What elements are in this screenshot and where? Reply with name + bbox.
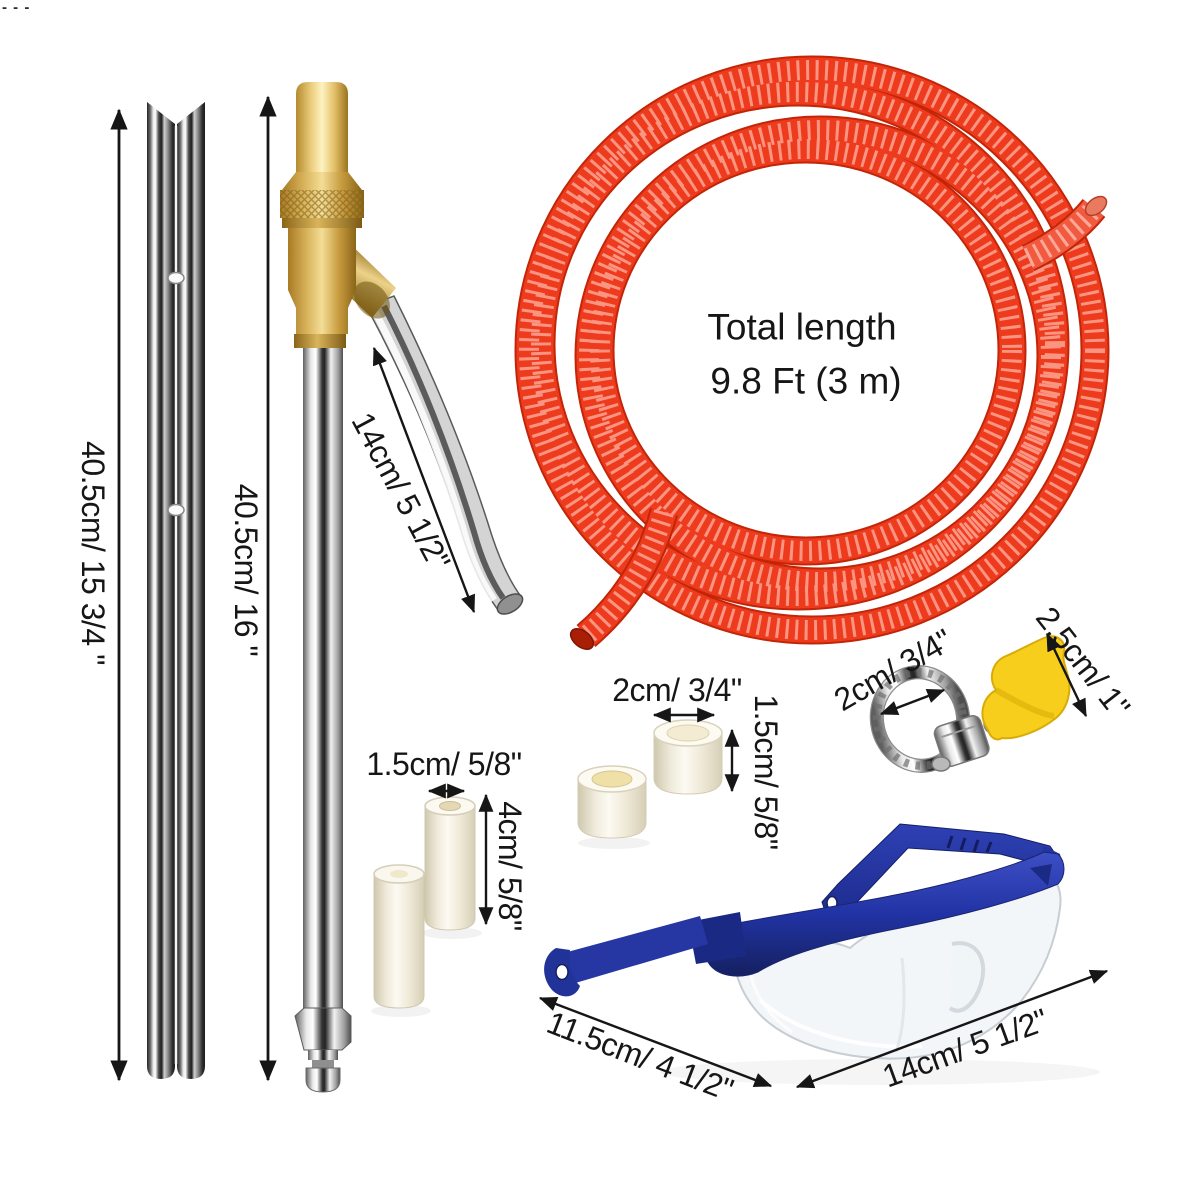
hose-end-top — [1021, 195, 1108, 272]
dimension-arrows — [110, 95, 1109, 1089]
steel-rods — [147, 102, 205, 1079]
dim-arrow-angled-tube — [372, 346, 476, 614]
dim-arrow-key-height — [1045, 632, 1088, 718]
nozzle-length-label: 4cm/ 5/8" — [492, 801, 528, 931]
sandblast-hose — [514, 55, 1110, 650]
short-ring-right — [653, 719, 723, 795]
ceramic-nozzles — [371, 719, 723, 1017]
short-ring-left — [577, 765, 647, 839]
wand-length-label: 40.5cm/ 16 " — [228, 483, 264, 657]
rod-hole — [167, 271, 185, 285]
brass-head — [280, 82, 396, 348]
ring-height-label: 1.5cm/ 5/8" — [748, 694, 784, 850]
corner-marks: - - - — [2, 0, 31, 16]
dim-arrow-clamp-diameter — [879, 688, 946, 716]
long-nozzle-back — [373, 864, 425, 1009]
dim-arrow-glasses-width — [538, 996, 773, 1088]
hose-total-length-value: 9.8 Ft (3 m) — [710, 360, 902, 402]
hose-end-bottom — [569, 508, 678, 650]
long-nozzle-front — [424, 796, 476, 931]
glasses-left-temple — [560, 916, 708, 984]
ring-diameter-label: 2cm/ 3/4" — [612, 672, 742, 708]
nozzle-diameter-label: 1.5cm/ 5/8" — [366, 746, 522, 782]
hose-total-length-label: Total length — [707, 306, 897, 348]
chrome-wand — [294, 348, 352, 1093]
glasses-top-bar — [704, 851, 1065, 977]
rod-hole — [167, 503, 185, 517]
worm-screw-housing — [933, 714, 990, 768]
rod-length-label: 40.5cm/ 15 3/4 " — [75, 441, 111, 665]
dim-arrow-glasses-length — [795, 969, 1109, 1089]
